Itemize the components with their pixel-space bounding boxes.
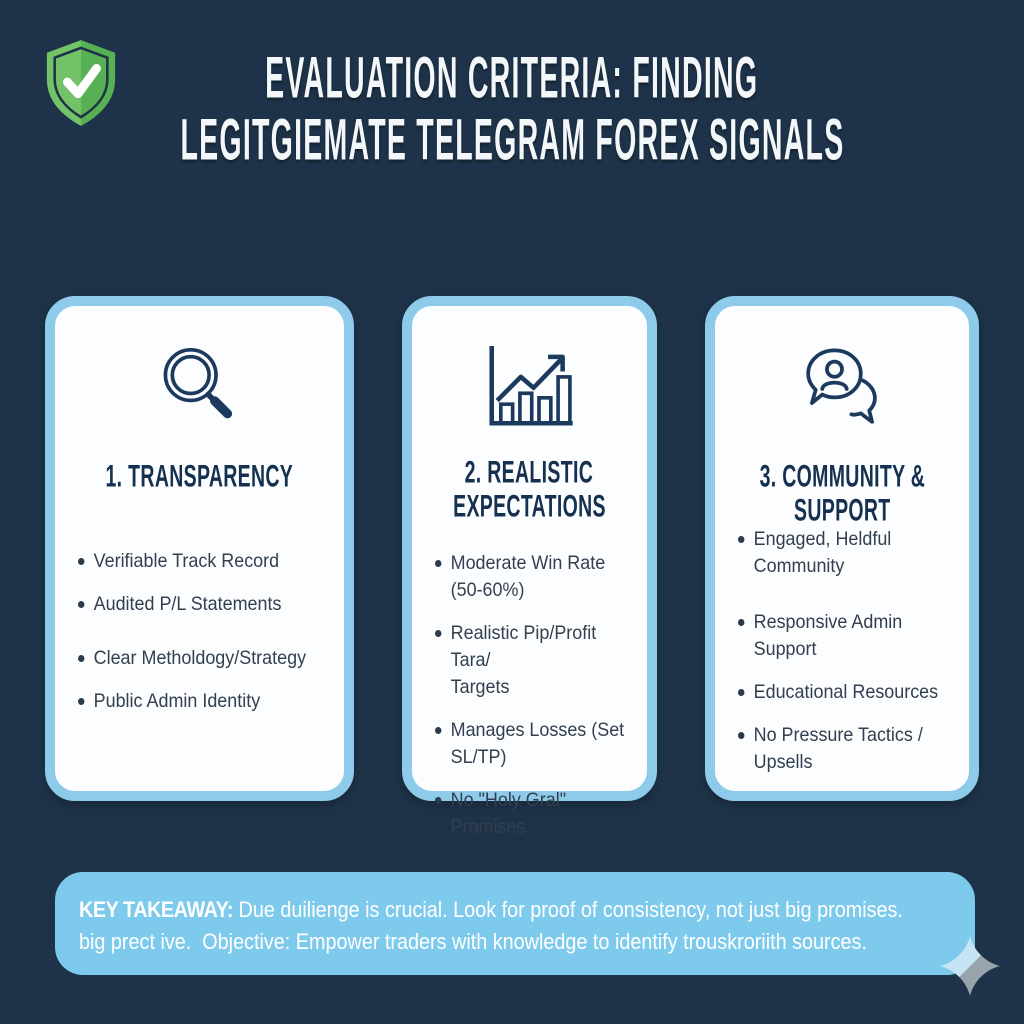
page-title-line1: EVALUATION CRITERIA: FINDING <box>265 43 759 111</box>
key-takeaway-banner: KEY TAKEAWAY: Due duilienge is crucial. … <box>55 872 975 975</box>
card-realistic-expectations: 2. REALISTIC EXPECTATIONS Moderate Win R… <box>401 296 657 838</box>
card-realistic-expectations-bullets: Moderate Win Rate (50-60%) Realistic Pip… <box>412 550 628 857</box>
bullet-item: Verifiable Track Record <box>77 548 319 575</box>
page-title: EVALUATION CRITERIA: FINDING LEGITGIEMAT… <box>0 44 1024 173</box>
page-title-line2: LEGITGIEMATE TELEGRAM FOREX SIGNALS <box>180 105 845 173</box>
sparkle-icon <box>938 934 1002 998</box>
bullet-item: Realistic Pip/Profit Tara/ Targets <box>434 620 626 701</box>
card-community-support: 3. COMMUNITY & SUPPORT Engaged, Heldful … <box>704 296 980 801</box>
bullet-item: Public Admin Identity <box>77 688 319 715</box>
bullet-item: Manages Losses (Set SL/TP) <box>434 717 626 771</box>
bullet-item: No Pressure Tactics / Upsells <box>737 722 947 776</box>
key-takeaway-text1: Due duilienge is crucial. Look for proof… <box>233 897 903 922</box>
criteria-cards-row: 1. TRANSPARENCY Verifiable Track Record … <box>45 296 980 838</box>
card-community-support-bullets: Engaged, Heldful Community Responsive Ad… <box>715 526 949 792</box>
card-transparency-title: 1. TRANSPARENCY <box>105 459 294 494</box>
bullet-item: No "Holy Gral" Promises <box>434 787 626 841</box>
shield-check-icon <box>42 38 120 128</box>
key-takeaway-line1: KEY TAKEAWAY: Due duilienge is crucial. … <box>79 894 903 926</box>
bullet-item: Audited P/L Statements <box>77 591 319 618</box>
bullet-item: Moderate Win Rate (50-60%) <box>434 550 626 604</box>
bullet-item: Educational Resources <box>737 679 947 706</box>
card-transparency-bullets: Verifiable Track Record Audited P/L Stat… <box>55 548 321 731</box>
card-realistic-expectations-title: 2. REALISTIC EXPECTATIONS <box>452 455 606 524</box>
bullet-item: Clear Metholdogy/Strategy <box>77 645 319 672</box>
bullet-item: Responsive Admin Support <box>737 609 947 663</box>
key-takeaway-label: KEY TAKEAWAY: <box>79 897 234 922</box>
bar-chart-growth-icon <box>412 342 647 430</box>
magnifier-icon <box>55 342 344 434</box>
key-takeaway-line2: big prect ive. Objective: Empower trader… <box>79 929 867 954</box>
card-transparency: 1. TRANSPARENCY Verifiable Track Record … <box>45 296 354 801</box>
card-community-support-title: 3. COMMUNITY & SUPPORT <box>759 459 925 528</box>
community-chat-icon <box>715 342 970 434</box>
bullet-item: Engaged, Heldful Community <box>737 526 947 580</box>
